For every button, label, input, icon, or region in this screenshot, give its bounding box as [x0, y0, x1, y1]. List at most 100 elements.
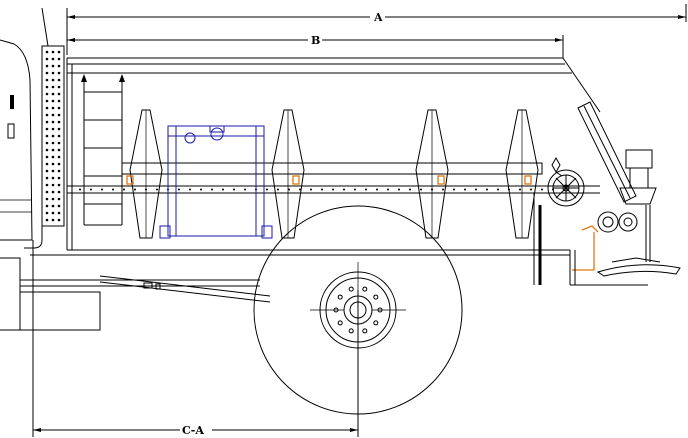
perforation-dot: [45, 162, 49, 166]
perforation-dot: [57, 197, 61, 201]
discharge-chute: [577, 101, 657, 205]
lug-nut: [362, 286, 368, 292]
perforation-dot: [51, 99, 55, 103]
frame-bolt: [178, 188, 180, 191]
perforation-dot: [45, 141, 49, 145]
perforation-dot: [57, 204, 61, 208]
perforation-dot: [51, 211, 55, 215]
perforation-dot: [51, 204, 55, 208]
frame-bolt: [200, 188, 202, 191]
perforation-dot: [51, 169, 55, 173]
perforation-dot: [51, 78, 55, 82]
perforation-dot: [45, 190, 49, 194]
dimension-c-a: C-A: [32, 240, 359, 437]
perforation-dot: [51, 127, 55, 131]
perforation-dot: [51, 57, 55, 61]
perforation-dot: [45, 176, 49, 180]
dimension-a: A: [66, 4, 687, 55]
perforation-dot: [45, 169, 49, 173]
frame-bolt: [112, 188, 114, 191]
perforation-dot: [57, 113, 61, 117]
frame-bolt: [530, 188, 532, 191]
perforation-dot: [51, 106, 55, 110]
hydraulic-tank: [159, 125, 273, 239]
perforation-dot: [45, 78, 49, 82]
dimension-b-label: B: [311, 34, 320, 47]
perforation-dot: [51, 155, 55, 159]
perforation-dot: [57, 50, 61, 54]
perforation-dot: [51, 113, 55, 117]
perforation-dot: [45, 148, 49, 152]
auger-flight: [505, 109, 539, 239]
perforation-dot: [57, 169, 61, 173]
frame-bolt: [541, 188, 543, 191]
auger-mounts: [126, 175, 532, 185]
perforation-dot: [51, 148, 55, 152]
perforation-dot: [57, 64, 61, 68]
perforation-dot: [57, 99, 61, 103]
frame-bolt: [156, 188, 158, 191]
perforation-dot: [45, 134, 49, 138]
perforation-dot: [57, 190, 61, 194]
frame-bolt: [233, 188, 235, 191]
frame-bolt: [387, 188, 389, 191]
dimension-a-label: A: [373, 11, 383, 24]
perforation-dot: [45, 211, 49, 215]
perforation-dot: [57, 57, 61, 61]
adjustment-handwheel: [547, 156, 585, 207]
perforation-dot: [45, 85, 49, 89]
access-ladder: [81, 74, 125, 226]
lug-nut: [348, 286, 354, 292]
perforation-dot: [57, 78, 61, 82]
auger-flight: [271, 109, 305, 239]
perforation-dot: [57, 176, 61, 180]
perforation-dot: [51, 50, 55, 54]
exhaust-stack: [24, 7, 65, 249]
perforation-dot: [45, 92, 49, 96]
hitch-drawbar: [99, 275, 271, 303]
dimension-b: B: [67, 34, 564, 58]
frame-bolt: [310, 188, 312, 191]
lug-nut: [337, 294, 343, 300]
spinner-disc: [569, 205, 681, 286]
perforation-dot: [51, 85, 55, 89]
frame-bolt: [277, 188, 279, 191]
perforation-dot: [57, 218, 61, 222]
perforation-dot: [57, 127, 61, 131]
lug-nut: [348, 328, 354, 334]
frame-bolt: [332, 188, 334, 191]
frame-bolt: [354, 188, 356, 191]
perforation-dot: [45, 50, 49, 54]
perforation-dot: [45, 155, 49, 159]
frame-bolt: [376, 188, 378, 191]
frame-bolt: [211, 188, 213, 191]
frame-bolt: [321, 188, 323, 191]
perforation-dot: [45, 204, 49, 208]
perforation-dot: [57, 183, 61, 187]
auger-flight: [129, 109, 163, 239]
frame-bolt: [486, 188, 488, 191]
perforation-dot: [51, 197, 55, 201]
frame-bolt: [497, 188, 499, 191]
frame-bolt: [244, 188, 246, 191]
perforation-dot: [57, 211, 61, 215]
rear-frame-post: [533, 193, 542, 285]
auger-flight: [415, 109, 449, 239]
frame-bolt: [299, 188, 301, 191]
frame-bolt: [222, 188, 224, 191]
frame-bolt: [453, 188, 455, 191]
perforation-dot: [57, 148, 61, 152]
perforation-dot: [57, 85, 61, 89]
lug-nut: [373, 294, 379, 300]
frame-bolt: [365, 188, 367, 191]
perforation-dot: [57, 141, 61, 145]
lug-nut: [362, 328, 368, 334]
dimension-c-a-label: C-A: [182, 424, 204, 437]
perforation-dot: [45, 57, 49, 61]
perforation-dot: [45, 120, 49, 124]
perforation-dot: [51, 190, 55, 194]
perforation-dot: [45, 197, 49, 201]
perforation-dot: [57, 106, 61, 110]
perforation-dot: [45, 71, 49, 75]
